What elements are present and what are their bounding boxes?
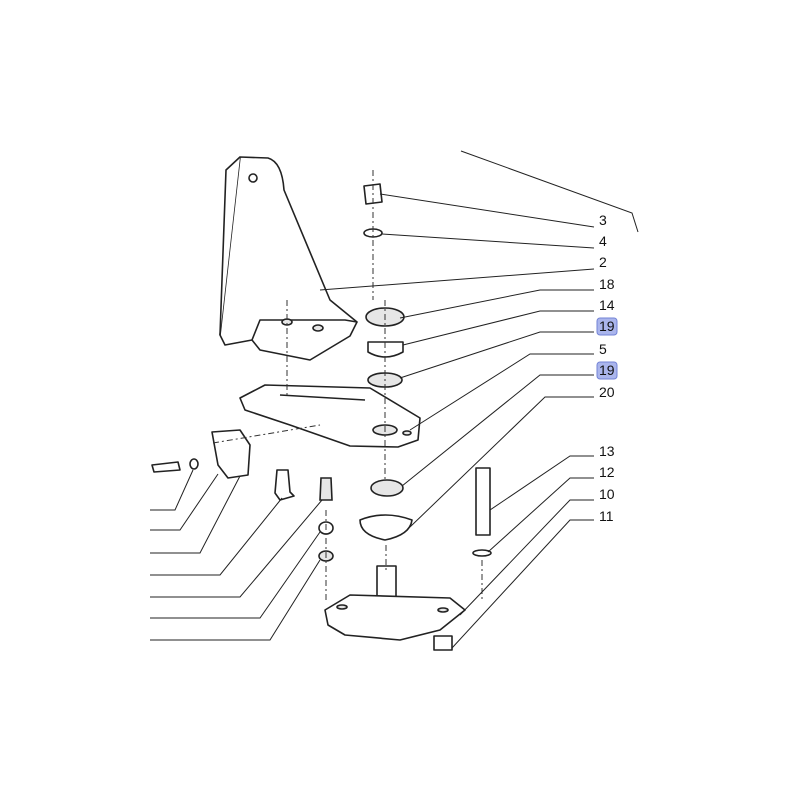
callout-number: 11 xyxy=(599,508,614,524)
callout-12[interactable]: 12 xyxy=(599,464,615,480)
callout-number: 19 xyxy=(599,318,615,334)
callout-number: 2 xyxy=(599,254,607,270)
leader-lines xyxy=(150,193,595,649)
axis-lines xyxy=(212,170,483,600)
callout-number: 14 xyxy=(599,297,615,313)
part-bracket xyxy=(219,156,358,361)
part-base xyxy=(324,565,466,651)
callout-14[interactable]: 14 xyxy=(599,297,615,313)
callout-number: 5 xyxy=(599,341,607,357)
callout-18[interactable]: 18 xyxy=(599,276,615,292)
part-left-small xyxy=(151,429,334,562)
frame-line xyxy=(460,150,639,233)
callout-5[interactable]: 5 xyxy=(599,341,607,357)
callout-number: 10 xyxy=(599,486,615,502)
callout-19[interactable]: 19 xyxy=(596,317,618,336)
part-plate xyxy=(239,384,421,448)
callout-10[interactable]: 10 xyxy=(599,486,615,502)
callout-19[interactable]: 19 xyxy=(596,361,618,380)
callout-number: 13 xyxy=(599,443,615,459)
callout-number: 4 xyxy=(599,233,607,249)
callout-number: 18 xyxy=(599,276,615,292)
callout-labels: 3 4 2 18 14 19 5 19 20 13 12 10 11 xyxy=(596,212,618,524)
callout-highlight xyxy=(596,361,618,380)
callout-2[interactable]: 2 xyxy=(599,254,607,270)
callout-number: 3 xyxy=(599,212,607,228)
callout-20[interactable]: 20 xyxy=(599,384,615,400)
callout-number: 19 xyxy=(599,362,615,378)
callout-highlight xyxy=(596,317,618,336)
callout-number: 20 xyxy=(599,384,615,400)
callout-11[interactable]: 11 xyxy=(599,508,614,524)
callout-3[interactable]: 3 xyxy=(599,212,607,228)
callout-13[interactable]: 13 xyxy=(599,443,615,459)
callout-4[interactable]: 4 xyxy=(599,233,607,249)
callout-number: 12 xyxy=(599,464,615,480)
